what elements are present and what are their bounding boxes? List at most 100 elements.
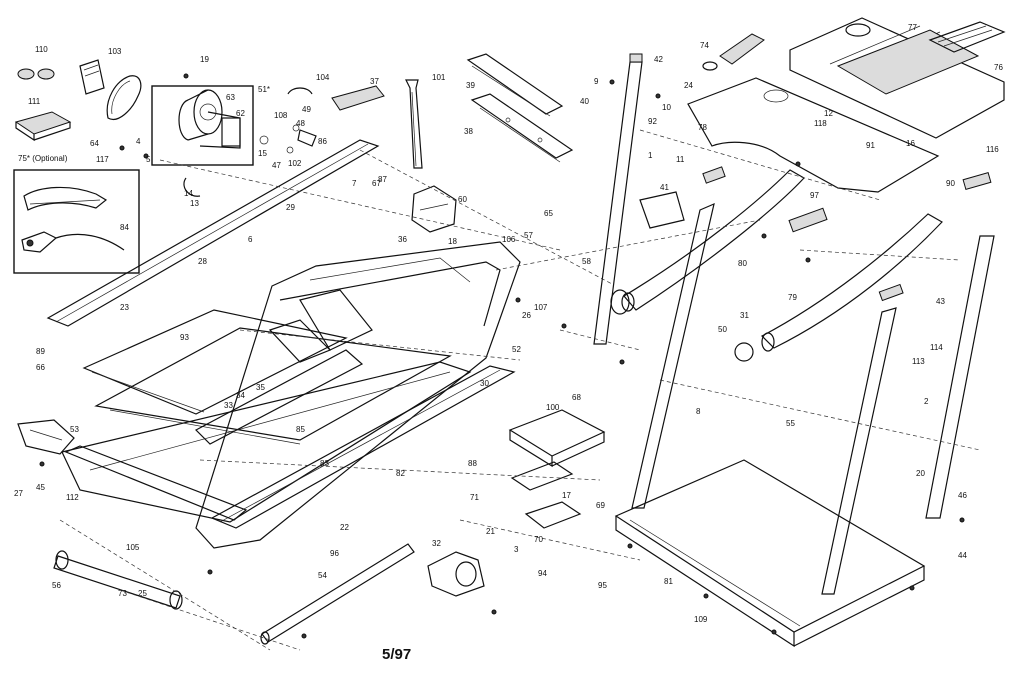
- right-upright-post: [925, 235, 995, 519]
- upright-posts-lower: [631, 202, 897, 595]
- callout-label: 84: [120, 223, 129, 232]
- tether-key-handle: [702, 33, 765, 71]
- callout-label: 11: [676, 155, 685, 164]
- callout-label: 23: [120, 303, 129, 312]
- side-rail-right: [210, 365, 516, 529]
- callout-label: 24: [684, 81, 693, 90]
- callout-label: 47: [272, 161, 281, 170]
- callout-label: 66: [36, 363, 45, 372]
- optional-kit-box: [13, 169, 140, 274]
- callout-label: 55: [786, 419, 795, 428]
- left-upright-post: [593, 53, 643, 345]
- callout-label: 34: [236, 391, 245, 400]
- callout-label: 29: [286, 203, 295, 212]
- callout-label: 107: [534, 303, 548, 312]
- revision-date-label: 5/97: [382, 646, 412, 663]
- side-rail-left: [46, 139, 380, 327]
- callout-label: 96: [330, 549, 339, 558]
- callout-label: 95: [598, 581, 607, 590]
- callout-label: 21: [486, 527, 495, 536]
- callout-label: 54: [318, 571, 327, 580]
- handrail-tube-79: [761, 213, 943, 352]
- callout-label: 35: [256, 383, 265, 392]
- callout-label: 116: [986, 145, 999, 154]
- controller-plate: [508, 409, 606, 529]
- callout-label: 68: [572, 393, 581, 402]
- crossbar-rail-38: [470, 93, 574, 163]
- callout-label: 14: [184, 189, 193, 198]
- callout-label: 80: [738, 259, 747, 268]
- callout-label: 69: [596, 501, 605, 510]
- callout-label: 111: [28, 97, 41, 106]
- callout-label: 15: [258, 149, 267, 158]
- drive-belt-part: [106, 75, 142, 120]
- callout-label: 39: [466, 81, 475, 90]
- walking-deck: [82, 309, 348, 415]
- callout-label: 62: [236, 109, 245, 118]
- callout-label: 82: [396, 469, 405, 478]
- callout-label: 46: [958, 491, 967, 500]
- callout-label: 8: [696, 407, 701, 416]
- callout-label: 38: [464, 127, 473, 136]
- callout-label: 97: [810, 191, 819, 200]
- lift-rod-part: [405, 79, 423, 169]
- base-frame: [614, 459, 926, 648]
- callout-label: 77: [908, 23, 917, 32]
- callout-label: 19: [200, 55, 209, 64]
- front-end-cap: [17, 419, 75, 455]
- callout-label: 26: [522, 311, 531, 320]
- callout-label: 1: [648, 151, 653, 160]
- callout-label: 45: [36, 483, 45, 492]
- main-frame: [94, 241, 521, 549]
- callout-label: 91: [866, 141, 875, 150]
- callout-label: 94: [538, 569, 547, 578]
- callout-label: 114: [930, 343, 943, 352]
- callout-label: 40: [580, 97, 589, 106]
- callout-label: 57: [524, 231, 533, 240]
- callout-label: 33: [224, 401, 233, 410]
- callout-label: 63: [226, 93, 235, 102]
- callout-label: 104: [316, 73, 330, 82]
- callout-label: 64: [90, 139, 99, 148]
- callout-label: 50: [718, 325, 727, 334]
- hood-pad-part: [331, 85, 385, 111]
- callout-label: 78: [698, 123, 707, 132]
- callout-label: 2: [924, 397, 929, 406]
- callout-label: 6: [248, 235, 253, 244]
- callout-labels: 110 103 111 64 117 4 5 19 63 62 51* 104 …: [14, 23, 1003, 624]
- callout-label: 87: [378, 175, 387, 184]
- callout-label: 18: [448, 237, 457, 246]
- callout-label: 108: [274, 111, 288, 120]
- callout-label: 56: [52, 581, 61, 590]
- callout-label: 117: [96, 155, 109, 164]
- dashed-reference-lines: [59, 129, 981, 651]
- callout-label: 109: [694, 615, 708, 624]
- handrail-tube-80: [621, 169, 805, 312]
- callout-label: 58: [582, 257, 591, 266]
- incline-motor-part: [427, 551, 485, 597]
- callout-label: 31: [740, 311, 749, 320]
- callout-label: 37: [370, 77, 379, 86]
- callout-label: 41: [660, 183, 669, 192]
- callout-label: 113: [912, 357, 925, 366]
- manual-booklet-part: [79, 59, 105, 95]
- crossbar-rail-39: [466, 53, 564, 117]
- optional-kit-label: 75* (Optional): [18, 154, 68, 163]
- callout-label: 90: [946, 179, 955, 188]
- callout-label: 32: [432, 539, 441, 548]
- callout-label: 79: [788, 293, 797, 302]
- callout-label: 71: [470, 493, 479, 502]
- callout-label: 44: [958, 551, 967, 560]
- callout-label: 118: [814, 119, 827, 128]
- callout-label: 100: [546, 403, 560, 412]
- callout-label: 93: [180, 333, 189, 342]
- callout-label: 36: [398, 235, 407, 244]
- fastener-screws: [39, 73, 965, 639]
- callout-label: 74: [700, 41, 709, 50]
- callout-label: 85: [296, 425, 305, 434]
- callout-label: 103: [108, 47, 122, 56]
- callout-label: 81: [664, 577, 673, 586]
- roller-tube-54: [260, 543, 415, 645]
- motor-hardware-parts: [183, 87, 317, 197]
